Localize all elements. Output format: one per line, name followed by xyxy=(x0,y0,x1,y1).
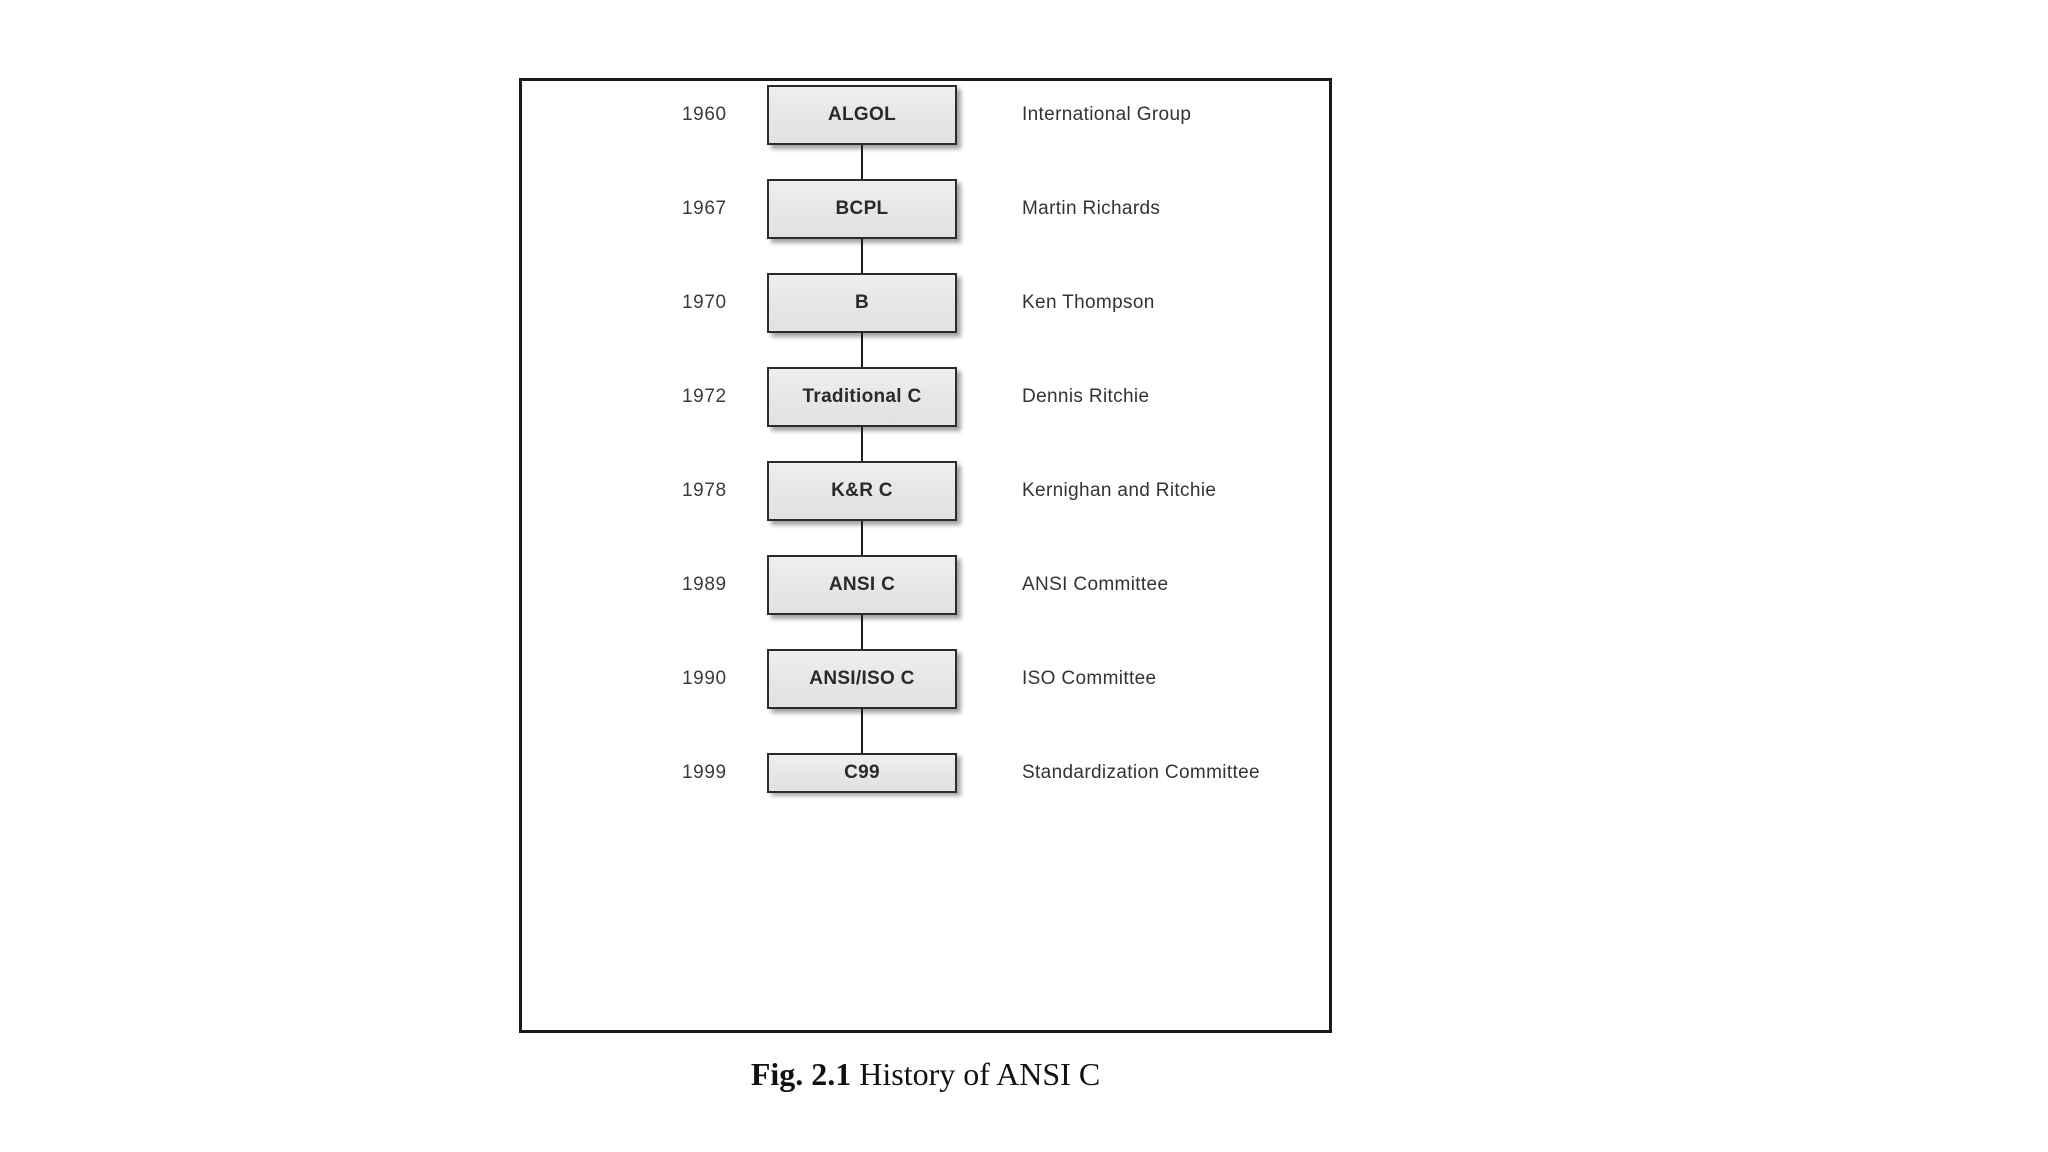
node-box-kr-c[interactable]: K&R C xyxy=(767,461,957,521)
originator-label: Dennis Ritchie xyxy=(1022,386,1150,407)
node-label: BCPL xyxy=(835,198,889,219)
originator-label: Ken Thompson xyxy=(1022,292,1155,313)
year-label: 1972 xyxy=(682,386,727,407)
connector-ansiisoc-c99 xyxy=(861,709,863,771)
year-label: 1960 xyxy=(682,104,727,125)
year-label: 1999 xyxy=(682,762,727,783)
year-label: 1989 xyxy=(682,574,727,595)
connector-algol-bcpl xyxy=(861,145,863,207)
connector-bcpl-b xyxy=(861,239,863,301)
node-label: ANSI C xyxy=(828,574,896,595)
figure-caption-title: History of ANSI C xyxy=(859,1056,1101,1092)
node-label: ALGOL xyxy=(828,104,896,125)
connector-ansic-ansiisoc xyxy=(861,615,863,677)
connector-krc-ansic xyxy=(861,521,863,583)
node-label: ANSI/ISO C xyxy=(809,668,915,689)
node-label: C99 xyxy=(844,762,880,783)
originator-label: ISO Committee xyxy=(1022,668,1157,689)
originator-label: Kernighan and Ritchie xyxy=(1022,480,1217,501)
figure-frame: 1960 ALGOL International Group 1967 BCPL… xyxy=(519,78,1332,1033)
originator-label: Martin Richards xyxy=(1022,198,1161,219)
node-box-ansi-c[interactable]: ANSI C xyxy=(767,555,957,615)
node-box-b[interactable]: B xyxy=(767,273,957,333)
node-box-c99[interactable]: C99 xyxy=(767,753,957,793)
figure-caption-number: Fig. 2.1 xyxy=(750,1056,852,1092)
year-label: 1990 xyxy=(682,668,727,689)
node-box-algol[interactable]: ALGOL xyxy=(767,85,957,145)
originator-label: International Group xyxy=(1022,104,1192,125)
connector-b-traditionalc xyxy=(861,333,863,395)
figure-caption: Fig. 2.1 History of ANSI C xyxy=(519,1056,1332,1093)
year-label: 1967 xyxy=(682,198,727,219)
year-label: 1978 xyxy=(682,480,727,501)
node-label: B xyxy=(854,292,870,313)
node-label: K&R C xyxy=(831,480,893,501)
originator-label: Standardization Committee xyxy=(1022,762,1260,783)
node-label: Traditional C xyxy=(802,386,922,407)
connector-traditionalc-krc xyxy=(861,427,863,489)
year-label: 1970 xyxy=(682,292,727,313)
node-box-traditional-c[interactable]: Traditional C xyxy=(767,367,957,427)
node-box-bcpl[interactable]: BCPL xyxy=(767,179,957,239)
node-box-ansi-iso-c[interactable]: ANSI/ISO C xyxy=(767,649,957,709)
originator-label: ANSI Committee xyxy=(1022,574,1169,595)
